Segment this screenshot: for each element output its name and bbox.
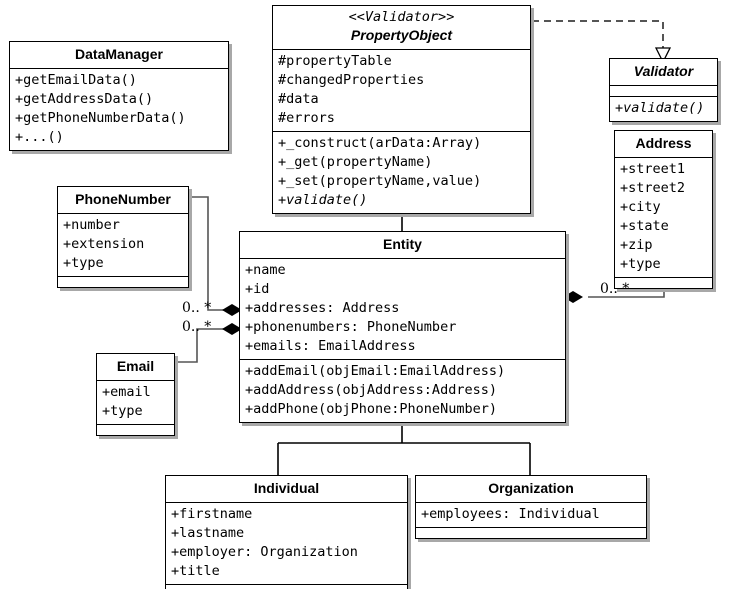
class-name-address: Address: [635, 135, 692, 151]
attribute-item: +employees: Individual: [421, 505, 600, 522]
operation-item: +addAddress(objAddress:Address): [245, 381, 497, 398]
operations-compartment-phonenumber: [58, 275, 188, 287]
attribute-item: +type: [102, 402, 143, 419]
attribute-item: +email: [102, 383, 151, 400]
attributes-compartment-individual: +firstname +lastname +employer: Organiza…: [166, 501, 407, 584]
operations-compartment-email: [97, 423, 174, 435]
attributes-compartment-phonenumber: +number +extension +type: [58, 212, 188, 276]
operations-compartment-propertyobject: +_construct(arData:Array) +_get(property…: [273, 130, 530, 213]
class-box-propertyobject[interactable]: <<Validator>> PropertyObject #propertyTa…: [272, 5, 531, 214]
attribute-item: #data: [278, 90, 319, 107]
operation-item: +validate(): [278, 191, 368, 208]
operation-item: +getPhoneNumberData(): [15, 109, 186, 126]
attributes-compartment-organization: +employees: Individual: [416, 501, 646, 527]
operations-compartment-individual: [166, 583, 407, 589]
attributes-compartment-validator: [610, 84, 717, 96]
attribute-item: #changedProperties: [278, 71, 425, 88]
operation-item: +addPhone(objPhone:PhoneNumber): [245, 400, 497, 417]
attributes-compartment-email: +email +type: [97, 379, 174, 424]
attribute-item: +emails: EmailAddress: [245, 337, 416, 354]
attribute-item: +street2: [620, 179, 686, 196]
attribute-item: +name: [245, 261, 286, 278]
class-name-organization: Organization: [488, 480, 574, 496]
class-box-organization[interactable]: Organization +employees: Individual: [415, 475, 647, 539]
class-box-email[interactable]: Email +email +type: [96, 353, 175, 436]
operations-compartment-organization: [416, 526, 646, 538]
operations-compartment-entity: +addEmail(objEmail:EmailAddress) +addAdd…: [240, 358, 565, 422]
realization-propertyobject-validator: [532, 20, 672, 64]
attribute-item: +addresses: Address: [245, 299, 400, 316]
attribute-item: +state: [620, 217, 669, 234]
attributes-compartment-propertyobject: #propertyTable #changedProperties #data …: [273, 48, 530, 131]
class-box-address[interactable]: Address +street1 +street2 +city +state +…: [614, 130, 713, 289]
attributes-compartment-address: +street1 +street2 +city +state +zip +typ…: [615, 156, 712, 277]
operation-item: +_construct(arData:Array): [278, 134, 482, 151]
attribute-item: +id: [245, 280, 270, 297]
attribute-item: +street1: [620, 160, 686, 177]
attribute-item: +type: [620, 255, 661, 272]
class-name-individual: Individual: [253, 480, 320, 496]
operation-item: +_set(propertyName,value): [278, 172, 482, 189]
operations-compartment-address: [615, 276, 712, 288]
attribute-item: +city: [620, 198, 661, 215]
attribute-item: +phonenumbers: PhoneNumber: [245, 318, 457, 335]
class-name-propertyobject: <<Validator>> PropertyObject: [273, 6, 530, 49]
class-name-datamanager: DataManager: [75, 46, 163, 62]
attribute-item: +firstname: [171, 505, 253, 522]
attributes-compartment-entity: +name +id +addresses: Address +phonenumb…: [240, 257, 565, 359]
attribute-item: +zip: [620, 236, 653, 253]
multiplicity-phonenumber: 0.. *: [182, 300, 212, 316]
attribute-item: +extension: [63, 235, 145, 252]
class-box-datamanager[interactable]: DataManager +getEmailData() +getAddressD…: [9, 41, 229, 151]
attribute-item: +employer: Organization: [171, 543, 358, 560]
attribute-item: #propertyTable: [278, 52, 392, 69]
operations-compartment-datamanager: +getEmailData() +getAddressData() +getPh…: [10, 67, 228, 150]
class-box-entity[interactable]: Entity +name +id +addresses: Address +ph…: [239, 231, 566, 423]
class-name-phonenumber: PhoneNumber: [75, 191, 171, 207]
class-name-email: Email: [116, 358, 155, 374]
class-stereotype-propertyobject: <<Validator>>: [348, 9, 455, 25]
multiplicity-email: 0.. *: [182, 319, 212, 335]
attribute-item: +title: [171, 562, 220, 579]
operation-item: +getAddressData(): [15, 90, 154, 107]
class-box-phonenumber[interactable]: PhoneNumber +number +extension +type: [57, 186, 189, 288]
operations-compartment-validator: +validate(): [610, 95, 717, 121]
multiplicity-address: 0.. *: [600, 281, 630, 297]
attribute-item: +lastname: [171, 524, 245, 541]
class-name-validator: Validator: [633, 63, 694, 79]
operation-item: +validate(): [615, 99, 705, 116]
class-title-propertyobject: PropertyObject: [350, 26, 453, 43]
operation-item: +addEmail(objEmail:EmailAddress): [245, 362, 506, 379]
class-name-entity: Entity: [383, 236, 422, 252]
class-box-validator[interactable]: Validator +validate(): [609, 58, 718, 122]
attribute-item: #errors: [278, 109, 335, 126]
attribute-item: +type: [63, 254, 104, 271]
attribute-item: +number: [63, 216, 120, 233]
class-box-individual[interactable]: Individual +firstname +lastname +employe…: [165, 475, 408, 589]
operation-item: +_get(propertyName): [278, 153, 433, 170]
operation-item: +...(): [15, 128, 64, 145]
operation-item: +getEmailData(): [15, 71, 137, 88]
